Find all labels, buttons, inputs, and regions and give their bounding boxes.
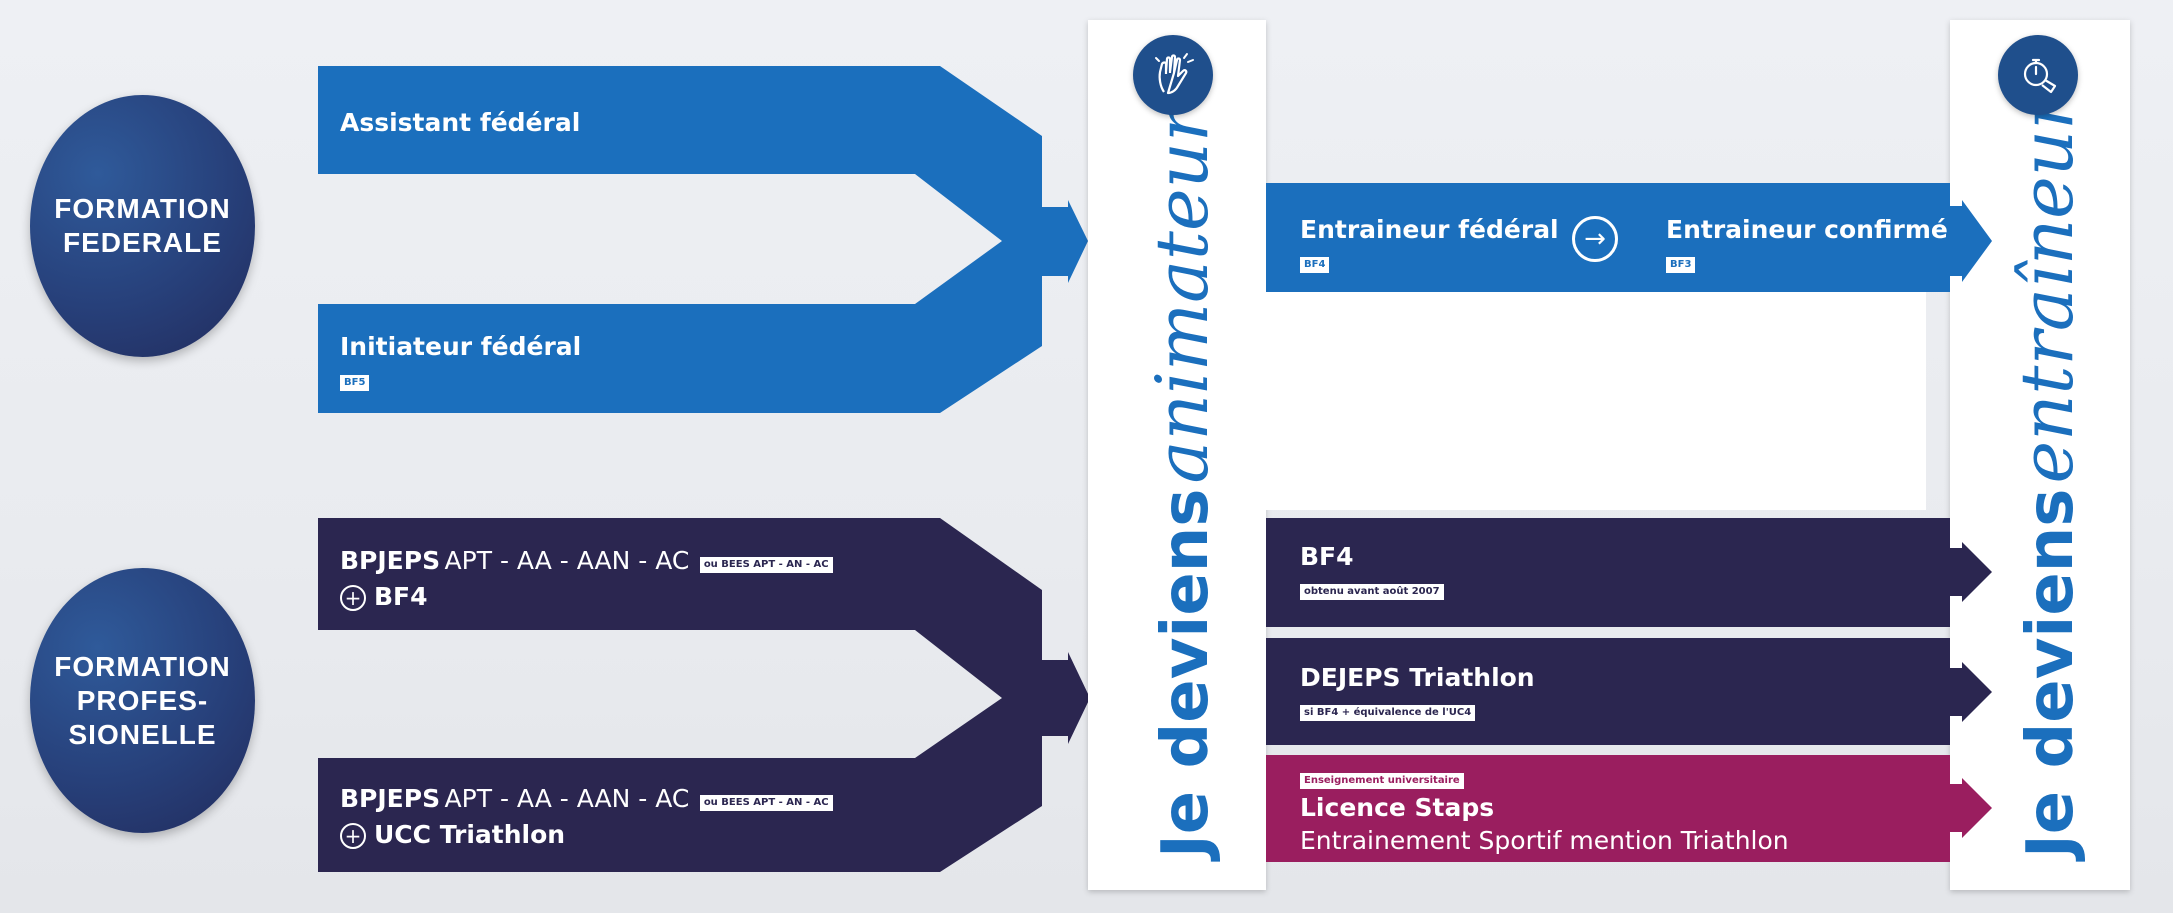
entraineur-script: entraîneur — [2005, 95, 2089, 484]
entraineur-bold: Je deviens — [2014, 488, 2088, 858]
bpjeps-top-rest: APT - AA - AAN - AC — [444, 546, 690, 575]
entraineur-confirme-tag: BF3 — [1666, 257, 1696, 273]
entraineur-confirme-label: Entraineur confirmé — [1666, 215, 1948, 244]
animateur-script: animateur — [1140, 107, 1224, 484]
bpjeps-top: BPJEPS APT - AA - AAN - AC ou BEES APT -… — [340, 546, 833, 575]
initiateur-federal-label: Initiateur fédéral — [340, 332, 582, 361]
plus-icon: + — [340, 823, 366, 849]
bpjeps-top-bold: BPJEPS — [340, 546, 441, 575]
bpjeps-bottom-plus-text: UCC Triathlon — [374, 820, 566, 849]
licence-label: Licence Staps — [1300, 793, 1495, 822]
animateur-vertical-title: Je deviens animateur — [1140, 108, 1224, 858]
bf4-bar — [1266, 518, 1992, 627]
formation-federale-circle: FORMATION FEDERALE — [30, 95, 255, 357]
stopwatch-icon — [1998, 35, 2078, 115]
animateur-column — [1088, 20, 1266, 890]
bpjeps-bottom-rest: APT - AA - AAN - AC — [444, 784, 690, 813]
bpjeps-bottom: BPJEPS APT - AA - AAN - AC ou BEES APT -… — [340, 784, 833, 813]
bpjeps-bottom-bold: BPJEPS — [340, 784, 441, 813]
dejeps-label: DEJEPS Triathlon — [1300, 663, 1535, 692]
licence-tag: Enseignement universitaire — [1300, 773, 1464, 789]
bpjeps-bottom-tag: ou BEES APT - AN - AC — [699, 794, 833, 811]
bpjeps-top-plus-text: BF4 — [374, 582, 428, 611]
licence-sub: Entrainement Sportif mention Triathlon — [1300, 826, 1789, 855]
initiateur-tag: BF5 — [340, 375, 370, 391]
entraineur-vertical-title: Je deviens entraîneur — [2005, 95, 2089, 858]
entraineur-federal-label: Entraineur fédéral — [1300, 215, 1559, 244]
professional-band — [318, 518, 1090, 872]
dejeps-tag: si BF4 + équivalence de l'UC4 — [1300, 705, 1476, 721]
bf4-tag: obtenu avant août 2007 — [1300, 584, 1444, 600]
federal-band — [318, 66, 1088, 413]
bpjeps-bottom-plus: + UCC Triathlon — [340, 820, 565, 849]
circle-federale-line1: FORMATION — [54, 193, 231, 224]
bf4-label: BF4 — [1300, 542, 1354, 571]
entraineur-column — [1950, 20, 2130, 890]
circle-federale-line2: FEDERALE — [63, 227, 222, 258]
circle-pro-line2: PROFES- — [76, 684, 209, 716]
bpjeps-top-plus: + BF4 — [340, 582, 428, 611]
bpjeps-top-tag: ou BEES APT - AN - AC — [699, 556, 833, 573]
circle-pro-line1: FORMATION — [54, 650, 231, 682]
entraineur-bar — [1266, 183, 1992, 292]
plus-icon: + — [340, 585, 366, 611]
formation-professionnelle-circle: FORMATION PROFES- SIONELLE — [30, 568, 255, 833]
entraineur-federal-tag: BF4 — [1300, 257, 1330, 273]
circle-pro-line3: SIONELLE — [68, 718, 217, 750]
high-five-icon — [1133, 35, 1213, 115]
animateur-bold: Je deviens — [1149, 488, 1223, 858]
arrow-right-circle-icon: → — [1572, 216, 1618, 262]
assistant-federal-label: Assistant fédéral — [340, 108, 581, 137]
